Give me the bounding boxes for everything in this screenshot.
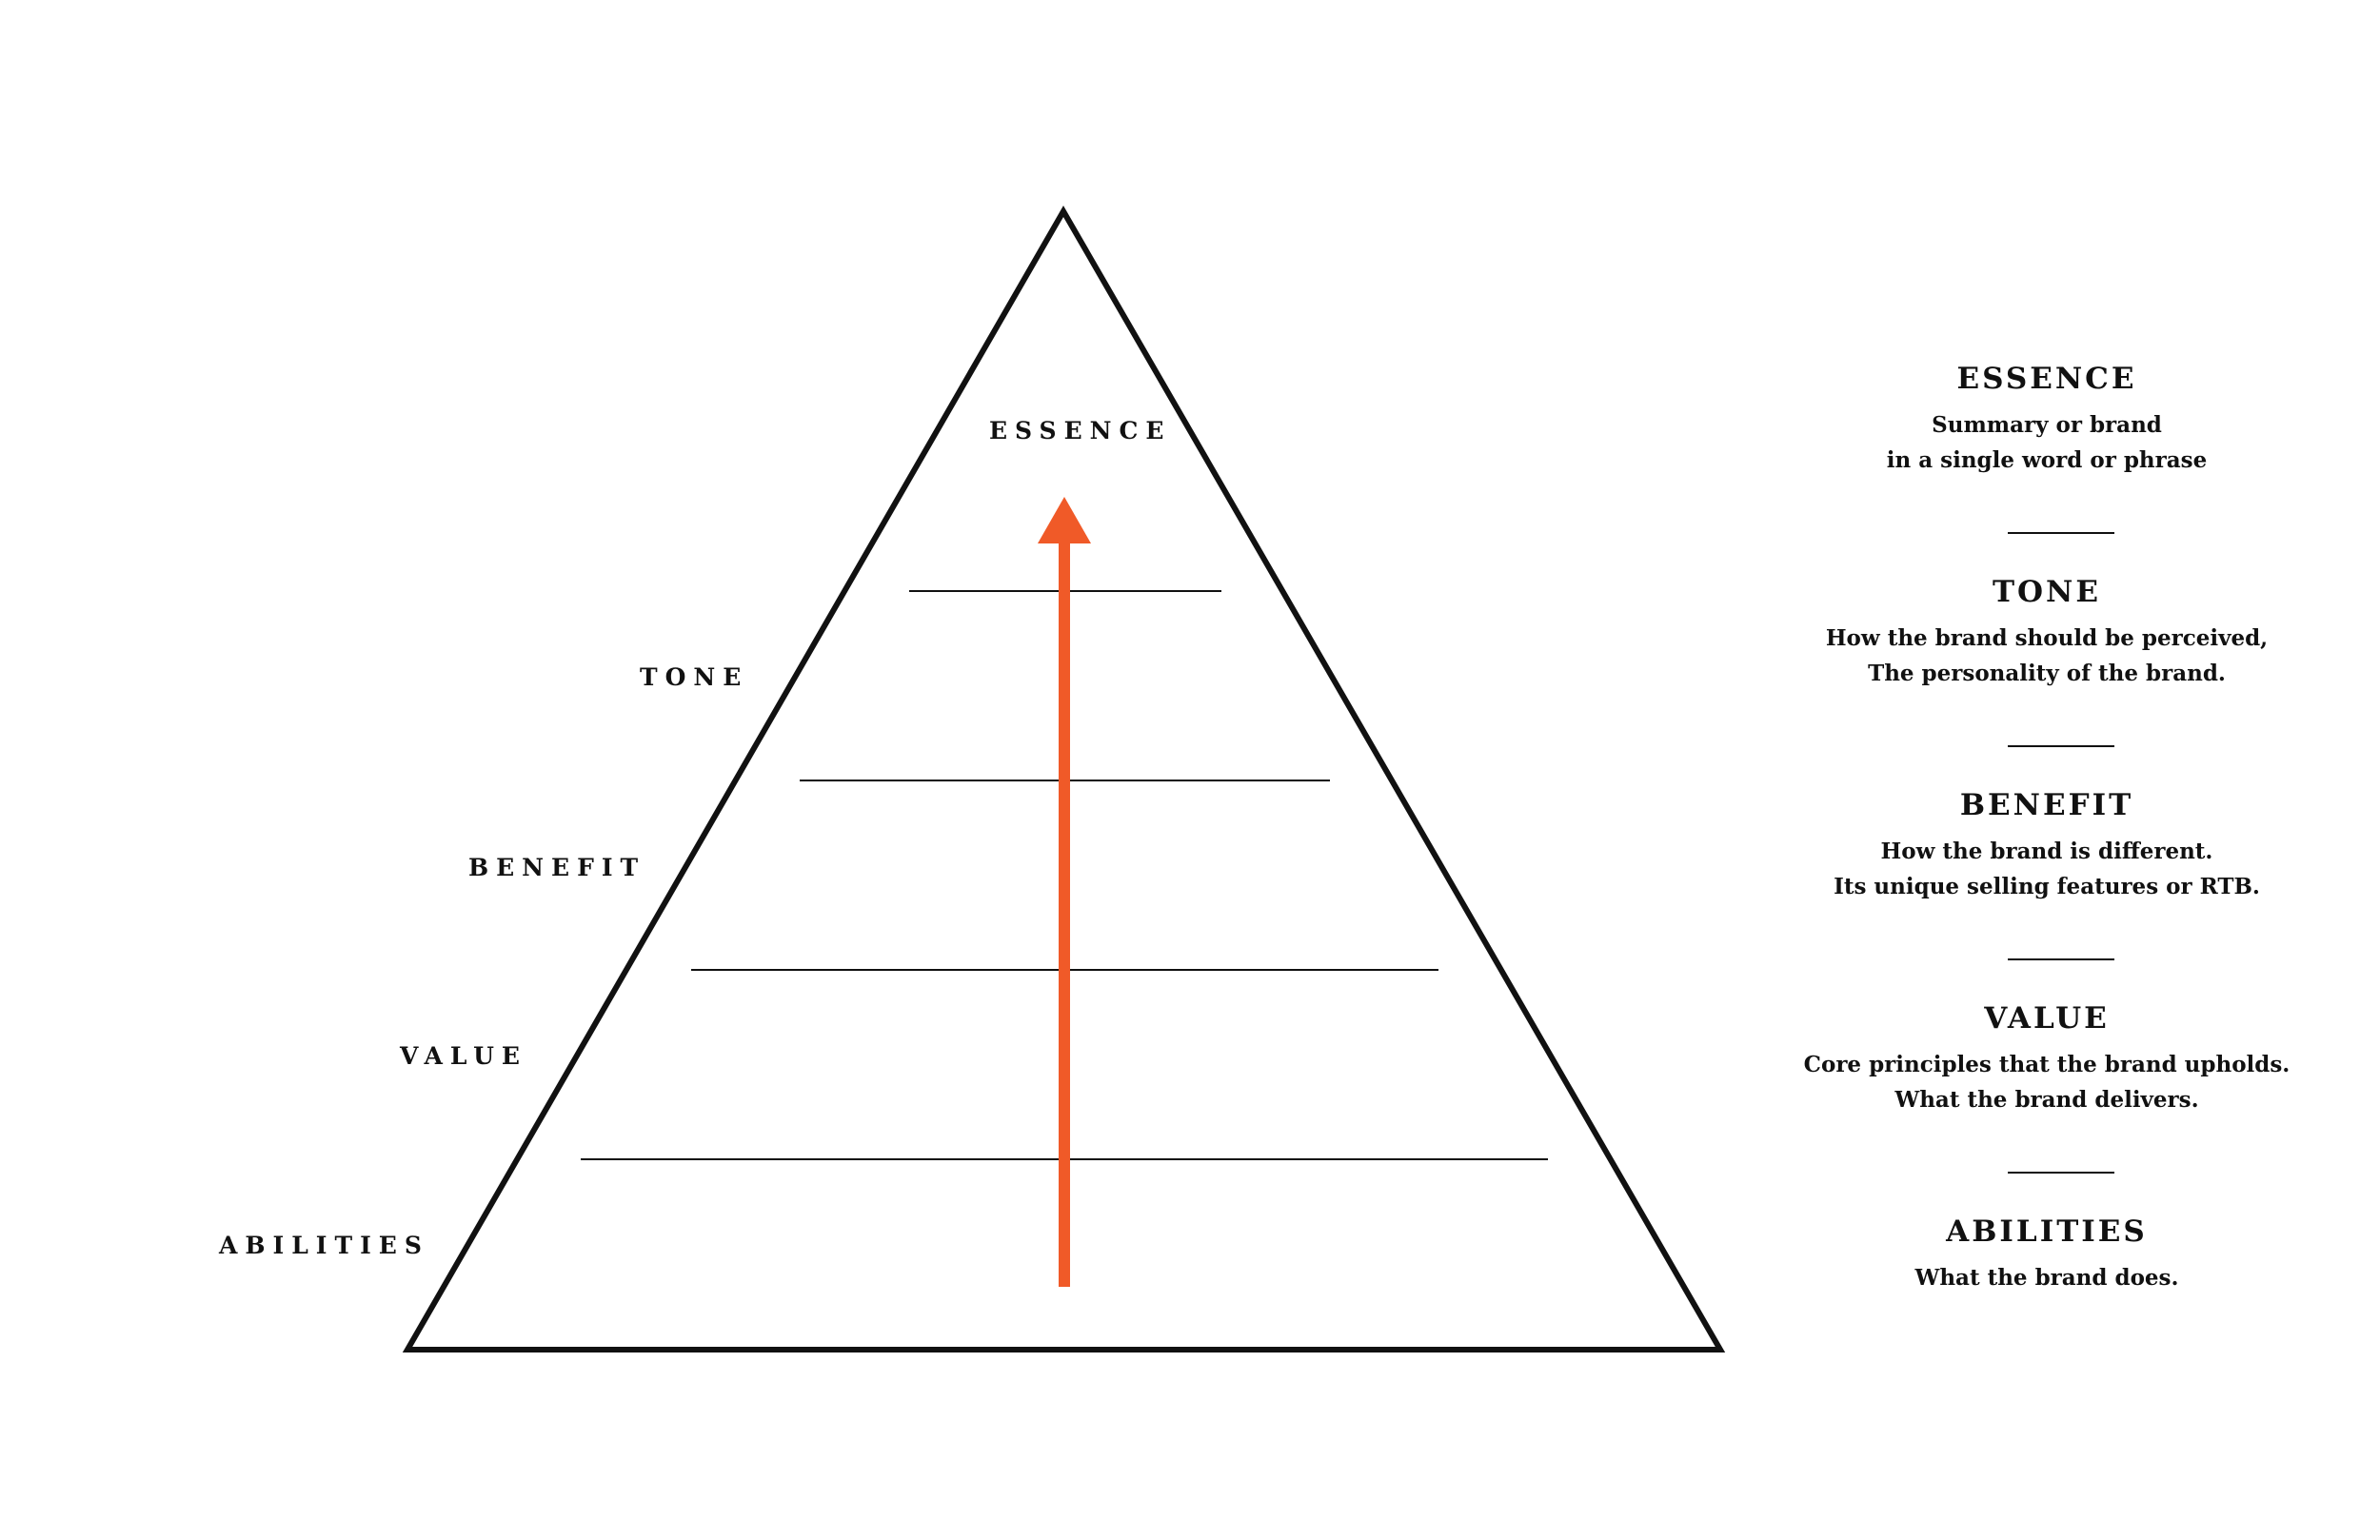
legend-description-line: Core principles that the brand upholds. [1803, 1052, 2291, 1077]
legend-item-abilities: ABILITIES What the brand does. [1790, 1213, 2304, 1295]
tier-label-tone: TONE [640, 663, 749, 691]
legend-description: Summary or brand in a single word or phr… [1790, 407, 2304, 478]
legend-description-line: What the brand delivers. [1894, 1087, 2199, 1113]
arrow-up-icon [1038, 497, 1091, 543]
legend-description-line: How the brand should be perceived, [1825, 625, 2269, 651]
tier-label-value: VALUE [400, 1042, 527, 1070]
legend-description-line: How the brand is different. [1880, 839, 2213, 864]
tier-label-benefit: BENEFIT [468, 854, 646, 881]
legend-divider [2008, 745, 2114, 747]
legend-divider [2008, 958, 2114, 960]
legend-divider [2008, 1172, 2114, 1174]
legend-description: What the brand does. [1790, 1260, 2304, 1295]
legend-description-line: in a single word or phrase [1886, 447, 2208, 473]
legend-description-line: What the brand does. [1914, 1265, 2179, 1291]
legend-item-essence: ESSENCE Summary or brand in a single wor… [1790, 360, 2304, 478]
arrow-shaft [1059, 539, 1070, 1287]
legend-description: How the brand is different. Its unique s… [1790, 834, 2304, 904]
legend-title: VALUE [1984, 1001, 2110, 1036]
tier-label-abilities: ABILITIES [219, 1232, 429, 1259]
legend-title: BENEFIT [1959, 788, 2134, 822]
legend-description-line: Summary or brand [1932, 412, 2162, 438]
legend-title: ESSENCE [1956, 362, 2137, 396]
legend-description-line: Its unique selling features or RTB. [1834, 874, 2260, 899]
legend-description: Core principles that the brand upholds. … [1790, 1047, 2304, 1117]
legend-description-line: The personality of the brand. [1868, 661, 2226, 686]
tier-label-essence: ESSENCE [989, 417, 1172, 444]
legend-item-benefit: BENEFIT How the brand is different. Its … [1790, 786, 2304, 904]
legend-description: How the brand should be perceived, The p… [1790, 621, 2304, 691]
legend-title: ABILITIES [1946, 1214, 2148, 1249]
legend-item-tone: TONE How the brand should be perceived, … [1790, 573, 2304, 691]
legend-title: TONE [1992, 575, 2102, 609]
legend-item-value: VALUE Core principles that the brand uph… [1790, 999, 2304, 1117]
legend-divider [2008, 532, 2114, 534]
